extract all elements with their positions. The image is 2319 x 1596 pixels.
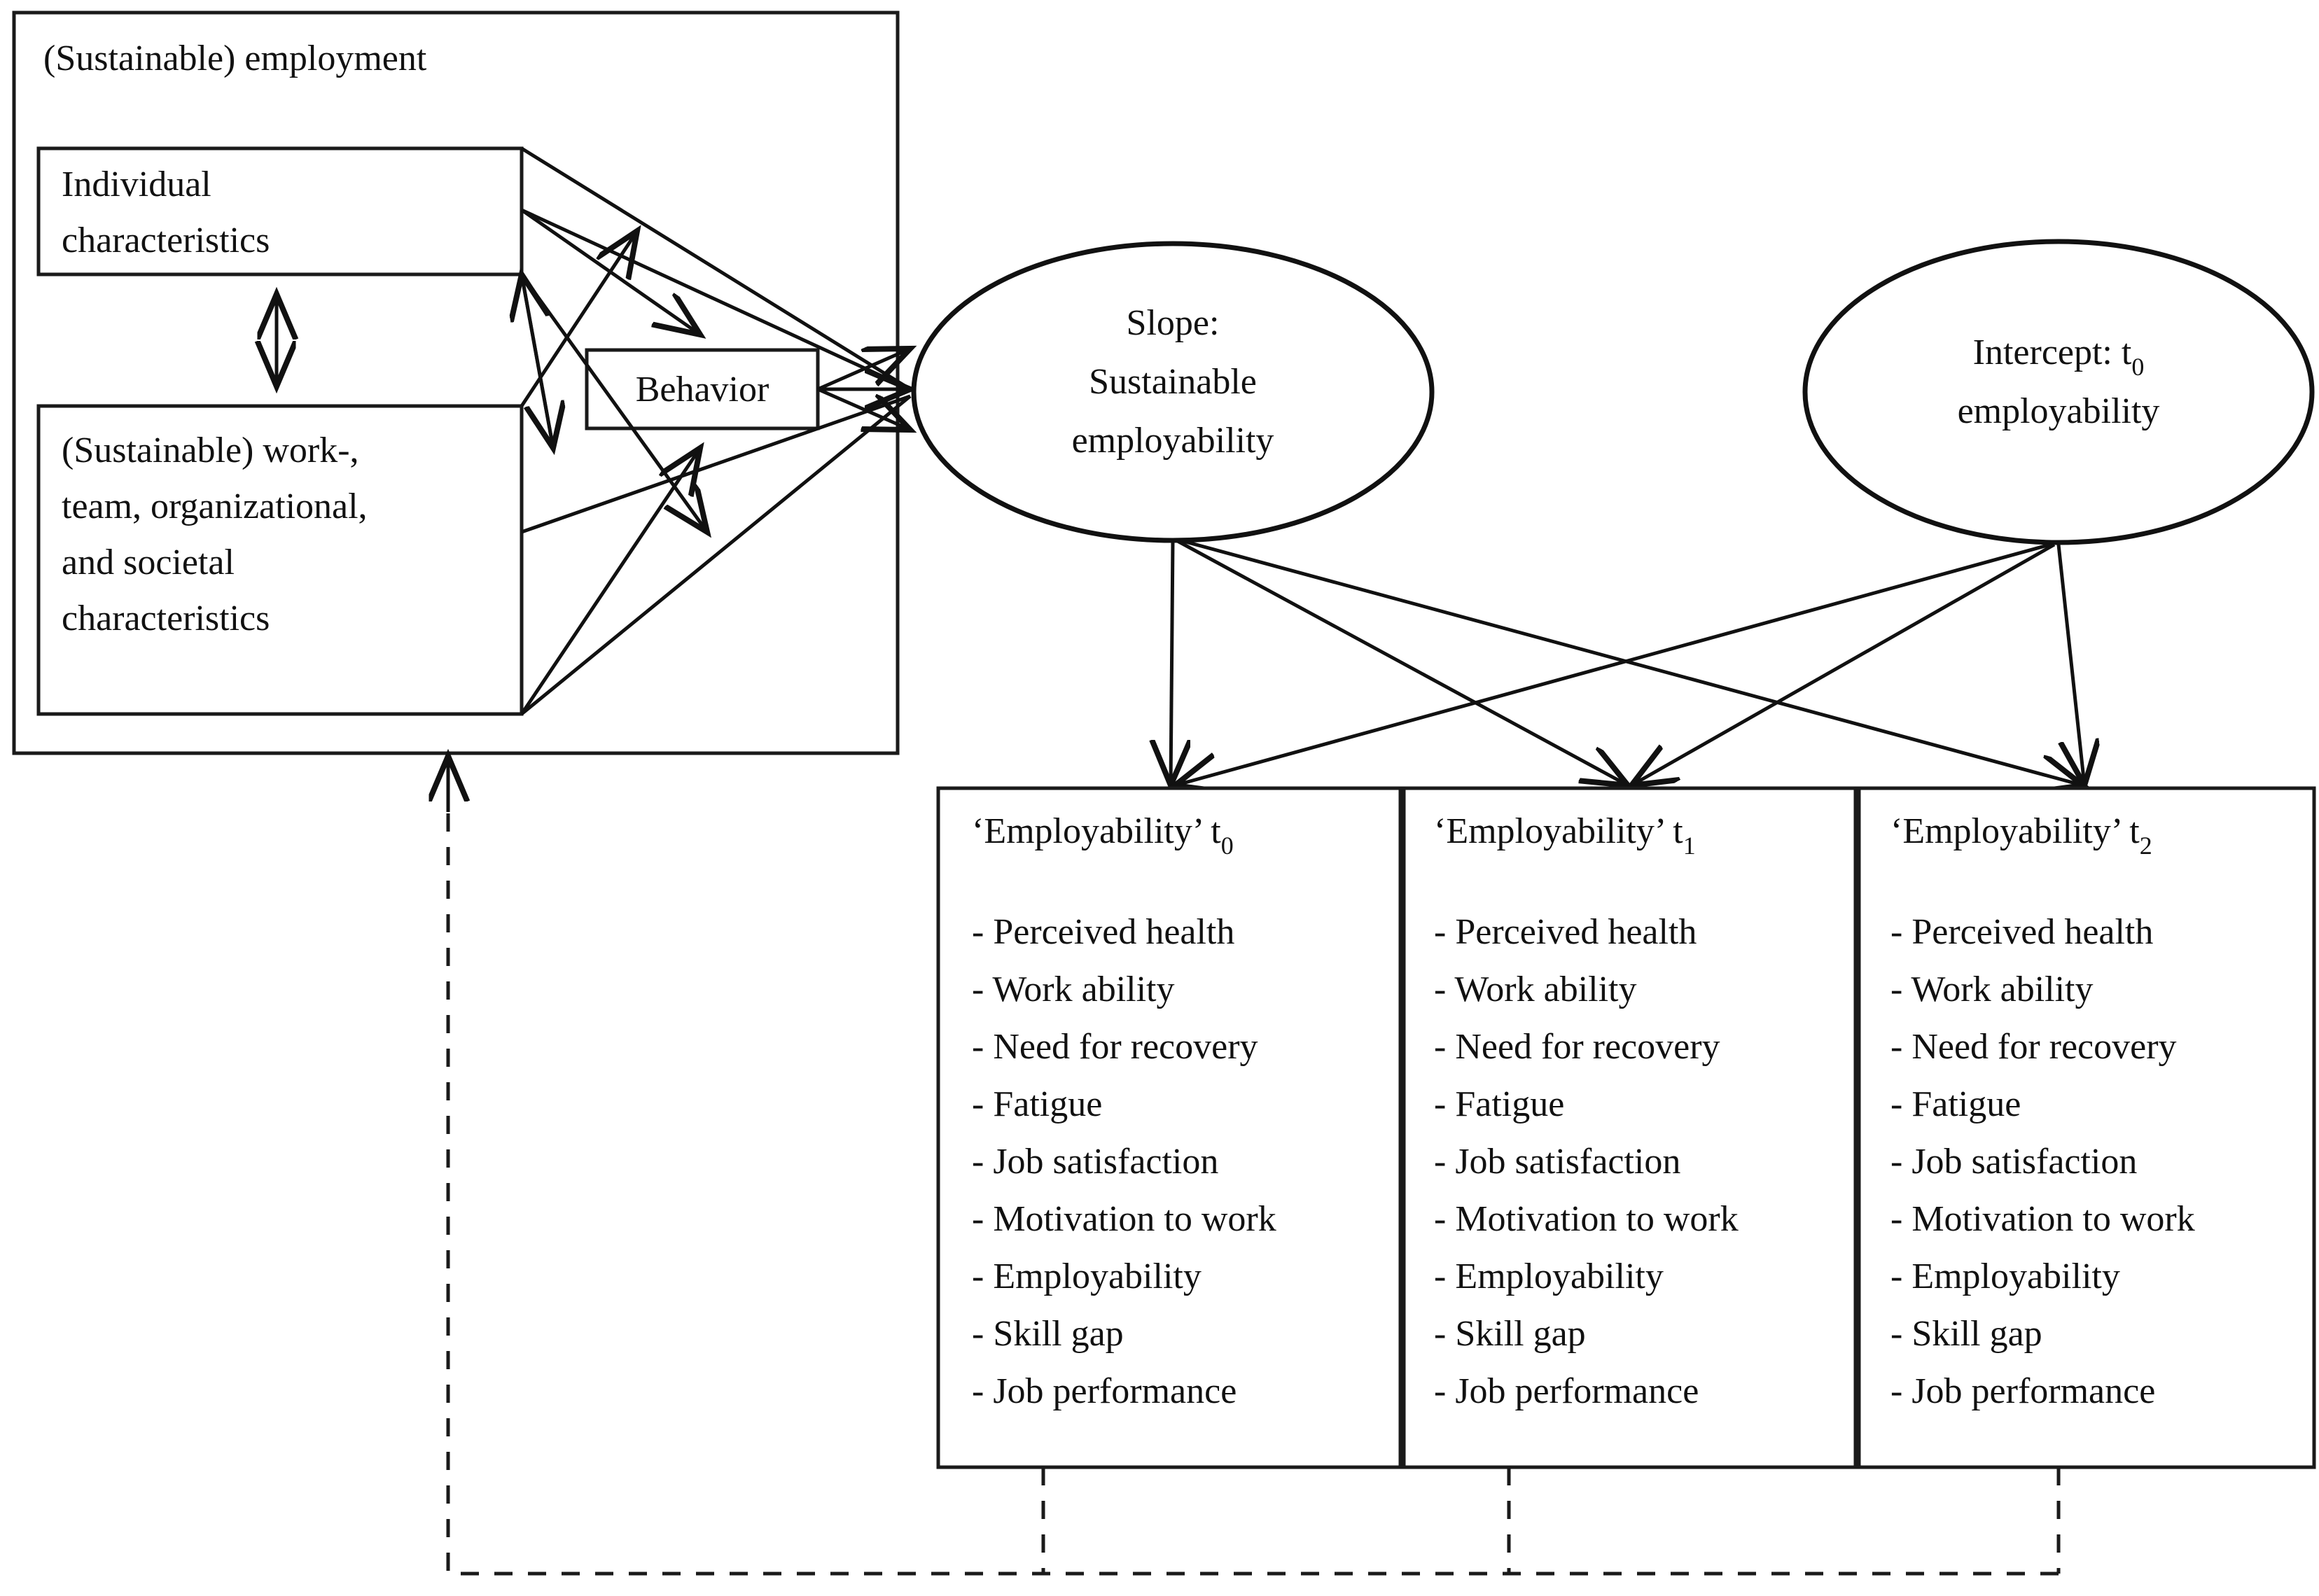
work-team-line-1: (Sustainable) work-,	[62, 430, 359, 470]
left-to-slope-converging-lines	[520, 146, 912, 715]
intercept-subscript: 0	[2131, 353, 2144, 381]
intercept-line-2: employability	[1958, 391, 2160, 431]
individual-characteristics-line-2: characteristics	[62, 220, 270, 260]
employability-t1-title-text: ‘Employability’ t	[1434, 811, 1683, 851]
list-item: - Work ability	[1434, 969, 1636, 1009]
list-item: - Skill gap	[1890, 1314, 2042, 1354]
behavior-label: Behavior	[636, 370, 769, 410]
box-individual-characteristics[interactable]: Individual characteristics	[36, 146, 524, 276]
list-item: - Employability	[972, 1256, 1202, 1296]
list-item: - Job satisfaction	[972, 1142, 1218, 1182]
outer-box-label: (Sustainable) employment	[43, 38, 427, 78]
list-item: - Employability	[1890, 1256, 2120, 1296]
crossing-arrows-boxes-behavior	[522, 208, 707, 715]
slope-line-3: employability	[1072, 421, 1274, 461]
list-item: - Motivation to work	[1434, 1199, 1739, 1239]
slope-line-2: Sustainable	[1089, 362, 1257, 402]
employability-t1-title: ‘Employability’ t1	[1434, 811, 1696, 860]
work-team-line-4: characteristics	[62, 598, 270, 638]
list-item: - Need for recovery	[1890, 1027, 2177, 1067]
box-behavior[interactable]: Behavior	[585, 348, 820, 430]
work-team-line-2: team, organizational,	[62, 486, 368, 526]
list-item: - Fatigue	[1434, 1084, 1564, 1124]
list-item: - Fatigue	[1890, 1084, 2021, 1124]
box-work-team-organizational-societal[interactable]: (Sustainable) work-, team, organizationa…	[36, 404, 524, 716]
list-item: - Job performance	[972, 1371, 1237, 1411]
employability-t1-subscript: 1	[1683, 832, 1696, 860]
work-team-line-3: and societal	[62, 542, 235, 582]
list-item: - Skill gap	[1434, 1314, 1586, 1354]
behavior-to-slope-arrows	[816, 349, 910, 430]
box-employability-t0[interactable]: ‘Employability’ t0 - Perceived health - …	[936, 786, 1402, 1469]
employability-t0-subscript: 0	[1221, 832, 1234, 860]
intercept-line-1-text: Intercept: t	[1973, 332, 2132, 372]
employability-t0-title-text: ‘Employability’ t	[972, 811, 1221, 851]
list-item: - Work ability	[972, 969, 1174, 1009]
list-item: - Job satisfaction	[1434, 1142, 1680, 1182]
list-item: - Need for recovery	[972, 1027, 1258, 1067]
list-item: - Skill gap	[972, 1314, 1124, 1354]
list-item: - Motivation to work	[1890, 1199, 2195, 1239]
ellipse-slope-sustainable-employability[interactable]: Slope: Sustainable employability	[911, 241, 1435, 543]
individual-characteristics-line-1: Individual	[62, 164, 211, 204]
box-employability-t2[interactable]: ‘Employability’ t2 - Perceived health - …	[1857, 786, 2316, 1469]
box-employability-t1[interactable]: ‘Employability’ t1 - Perceived health - …	[1402, 786, 1858, 1469]
slope-to-measurement-arrows	[1171, 538, 2083, 785]
list-item: - Employability	[1434, 1256, 1664, 1296]
list-item: - Job performance	[1890, 1371, 2155, 1411]
slope-line-1: Slope:	[1127, 303, 1220, 343]
list-item: - Job performance	[1434, 1371, 1699, 1411]
intercept-line-1: Intercept: t0	[1973, 332, 2145, 381]
list-item: - Need for recovery	[1434, 1027, 1720, 1067]
list-item: - Perceived health	[972, 912, 1234, 952]
employability-t2-title: ‘Employability’ t2	[1890, 811, 2152, 860]
list-item: - Work ability	[1890, 969, 2093, 1009]
dashed-feedback-loop	[448, 756, 2061, 1576]
employability-t2-title-text: ‘Employability’ t	[1890, 811, 2140, 851]
employability-t2-subscript: 2	[2140, 832, 2152, 860]
list-item: - Motivation to work	[972, 1199, 1276, 1239]
list-item: - Job satisfaction	[1890, 1142, 2137, 1182]
ellipse-intercept-t0-employability[interactable]: Intercept: t0 employability	[1802, 239, 2315, 545]
list-item: - Perceived health	[1434, 912, 1697, 952]
intercept-to-measurement-arrows	[1175, 542, 2084, 785]
employability-t0-title: ‘Employability’ t0	[972, 811, 1234, 860]
list-item: - Fatigue	[972, 1084, 1102, 1124]
list-item: - Perceived health	[1890, 912, 2153, 952]
